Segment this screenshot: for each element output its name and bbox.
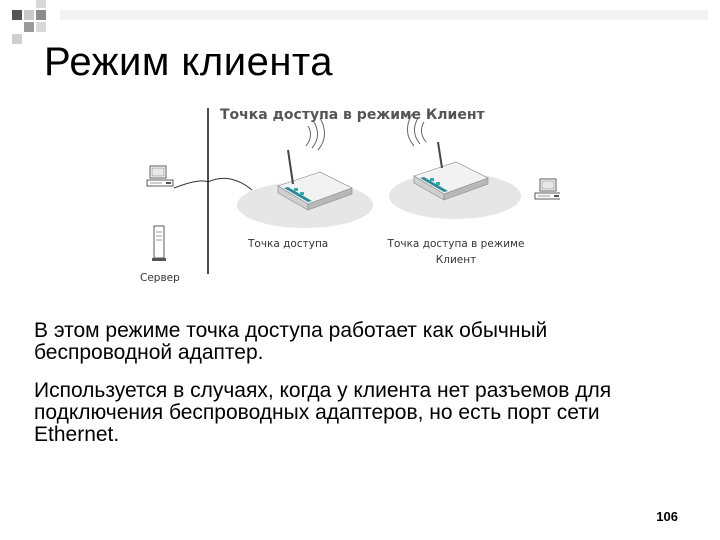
corner-squares-decoration <box>12 0 708 44</box>
deco-square <box>12 10 22 20</box>
page-number: 106 <box>656 509 678 524</box>
client-access-point-label-line2: Клиент <box>435 254 477 266</box>
diagram-title: Точка доступа в режиме Клиент <box>220 107 485 123</box>
pc-cable <box>173 180 209 189</box>
server-label: Сервер <box>140 272 180 284</box>
client-access-point-icon <box>389 113 521 219</box>
access-point-icon <box>237 117 373 228</box>
bullet-item: Используется в случаях, когда у клиента … <box>34 379 612 446</box>
client-access-point-label-line1: Точка доступа в режиме <box>387 238 525 250</box>
bullet-item: В этом режиме точка доступа работает как… <box>34 319 548 364</box>
workstation-icon <box>146 165 174 187</box>
deco-square <box>36 22 46 32</box>
network-diagram <box>146 108 560 274</box>
deco-square <box>36 10 46 20</box>
bullet-list: В этом режиме точка доступа работает как… <box>34 320 684 462</box>
client-access-point-label: Точка доступа в режиме Клиент <box>384 236 528 268</box>
deco-square <box>24 10 34 20</box>
slide-title: Режим клиента <box>44 40 334 84</box>
deco-square <box>24 22 34 32</box>
deco-square <box>36 0 46 8</box>
server-icon <box>152 225 166 261</box>
deco-bar <box>60 10 708 20</box>
client-workstation-icon <box>534 178 560 200</box>
access-point-label: Точка доступа <box>248 238 329 250</box>
deco-square <box>12 34 22 44</box>
ap-cable <box>207 177 253 191</box>
